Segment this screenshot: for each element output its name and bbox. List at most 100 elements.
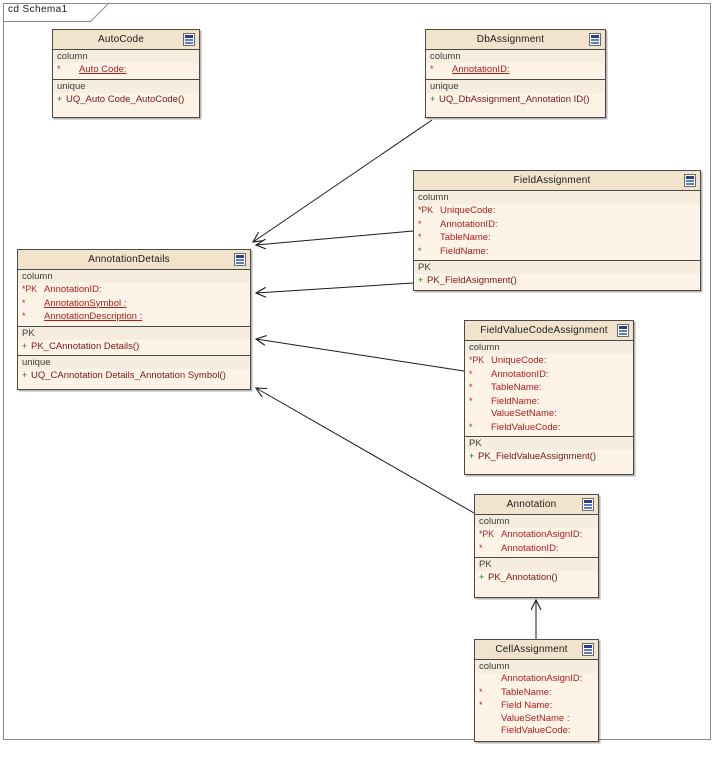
compartment-label: PK	[465, 437, 633, 450]
class-title-annotation: Annotation	[506, 499, 557, 510]
operation-row[interactable]: +PK_CAnnotation Details()	[18, 340, 250, 354]
compartment-annotation-PK: PK+PK_Annotation()	[475, 558, 598, 587]
class-title-dbassignment: DbAssignment	[476, 34, 545, 45]
compartment-label: column	[426, 50, 605, 63]
attribute-row[interactable]: * AnnotationSymbol :	[18, 297, 250, 311]
row-text: Auto Code:	[79, 64, 127, 75]
class-header-fieldvaluecodeassignment[interactable]: FieldValueCodeAssignment	[465, 321, 633, 341]
compartment-label: column	[475, 515, 598, 528]
class-box-autocode[interactable]: AutoCode column*Auto Code: unique+UQ_Auto …	[52, 29, 200, 118]
row-text: AnnotationID:	[491, 368, 549, 380]
row-text: PK_CAnnotation Details()	[31, 340, 140, 352]
row-text: FieldName:	[491, 395, 540, 407]
row-text: UQ_DbAssignment_Annotation ID()	[439, 93, 590, 105]
class-header-cellassignment[interactable]: CellAssignment	[475, 640, 598, 660]
row-marker: *	[479, 686, 483, 697]
class-header-fieldassignment[interactable]: FieldAssignment	[414, 171, 700, 191]
diagram-frame	[3, 3, 711, 740]
attribute-row[interactable]: *AnnotationID:	[414, 218, 700, 232]
row-text: PK_FieldValueAssignment()	[478, 451, 597, 462]
row-marker: *	[418, 245, 422, 256]
attribute-row[interactable]: FieldValueCode:	[475, 725, 598, 738]
row-marker: +	[57, 93, 63, 104]
attribute-row[interactable]: *PK AnnotationID:	[18, 283, 250, 297]
attribute-row[interactable]: ValueSetName:	[465, 408, 633, 421]
row-marker: +	[418, 275, 424, 285]
compartment-rows: +PK_CAnnotation Details()	[18, 340, 250, 356]
attribute-row[interactable]: * AnnotationID:	[465, 368, 633, 382]
attribute-row[interactable]: *Field Name:	[475, 699, 598, 713]
row-text: UniqueCode:	[440, 205, 496, 216]
compartment-label: unique	[53, 79, 199, 93]
row-text: AnnotationID:	[452, 64, 510, 75]
compartment-label: column	[465, 341, 633, 354]
row-marker: *	[22, 311, 26, 321]
attribute-row[interactable]: *TableName:	[465, 381, 633, 395]
operation-row[interactable]: +UQ_CAnnotation Details_Annotation Symbo…	[18, 369, 250, 383]
row-text: FieldName:	[440, 245, 489, 257]
class-header-annotationdetails[interactable]: AnnotationDetails	[18, 250, 250, 270]
operation-row[interactable]: +PK_FieldAsignment()	[414, 274, 700, 288]
attribute-row[interactable]: * TableName:	[475, 686, 598, 700]
attribute-row[interactable]: *TableName:	[414, 231, 700, 245]
compartment-rows: +UQ_Auto Code_AutoCode()	[53, 93, 199, 109]
compartment-label: column	[414, 191, 700, 204]
compartment-label: column	[475, 660, 598, 673]
class-title-fieldvaluecodeassignment: FieldValueCodeAssignment	[480, 325, 608, 336]
class-header-annotation[interactable]: Annotation	[475, 495, 598, 515]
row-marker: *PK	[22, 284, 37, 294]
compartment-rows: +UQ_CAnnotation Details_Annotation Symbo…	[18, 369, 250, 385]
row-text: AnnotationSymbol :	[44, 297, 127, 309]
attribute-row[interactable]: * AnnotationID:	[426, 63, 605, 77]
class-header-autocode[interactable]: AutoCode	[53, 30, 199, 50]
attribute-row[interactable]: * FieldName:	[414, 245, 700, 259]
row-text: PK_FieldAsignment()	[427, 275, 517, 286]
operation-row[interactable]: +PK_FieldValueAssignment()	[465, 450, 633, 464]
class-header-dbassignment[interactable]: DbAssignment	[426, 30, 605, 50]
attribute-row[interactable]: *FieldValueCode:	[465, 421, 633, 435]
table-icon	[183, 33, 195, 46]
attribute-row[interactable]: *AnnotationDescription :	[18, 310, 250, 324]
row-text: ValueSetName:	[491, 408, 557, 419]
row-marker: *	[469, 382, 473, 392]
operation-row[interactable]: +UQ_Auto Code_AutoCode()	[53, 93, 199, 107]
operation-row[interactable]: +PK_Annotation()	[475, 571, 598, 585]
table-icon	[582, 498, 594, 511]
row-text: AnnotationAsignID:	[501, 529, 583, 540]
row-marker: *	[469, 395, 473, 406]
class-title-autocode: AutoCode	[97, 34, 145, 45]
diagram-frame-tab	[3, 3, 91, 22]
compartment-fieldvaluecodeassignment-PK: PK+PK_FieldValueAssignment()	[465, 437, 633, 466]
row-text: TableName:	[501, 686, 552, 698]
operation-row[interactable]: +UQ_DbAssignment_Annotation ID()	[426, 93, 605, 107]
row-marker: *	[430, 64, 434, 74]
attribute-row[interactable]: *Auto Code:	[53, 63, 199, 77]
compartment-label: PK	[18, 326, 250, 340]
row-text: FieldValueCode:	[501, 725, 571, 736]
row-marker: +	[430, 93, 436, 104]
row-text: AnnotationID:	[44, 284, 102, 295]
class-title-cellassignment: CellAssignment	[495, 644, 568, 655]
attribute-row[interactable]: AnnotationAsignID:	[475, 673, 598, 686]
attribute-row[interactable]: ValueSetName :	[475, 713, 598, 726]
row-marker: *	[469, 368, 473, 379]
compartment-label: column	[53, 50, 199, 63]
attribute-row[interactable]: *AnnotationID:	[475, 542, 598, 556]
table-icon	[617, 324, 629, 337]
row-marker: *	[22, 297, 26, 308]
attribute-row[interactable]: * FieldName:	[465, 395, 633, 409]
